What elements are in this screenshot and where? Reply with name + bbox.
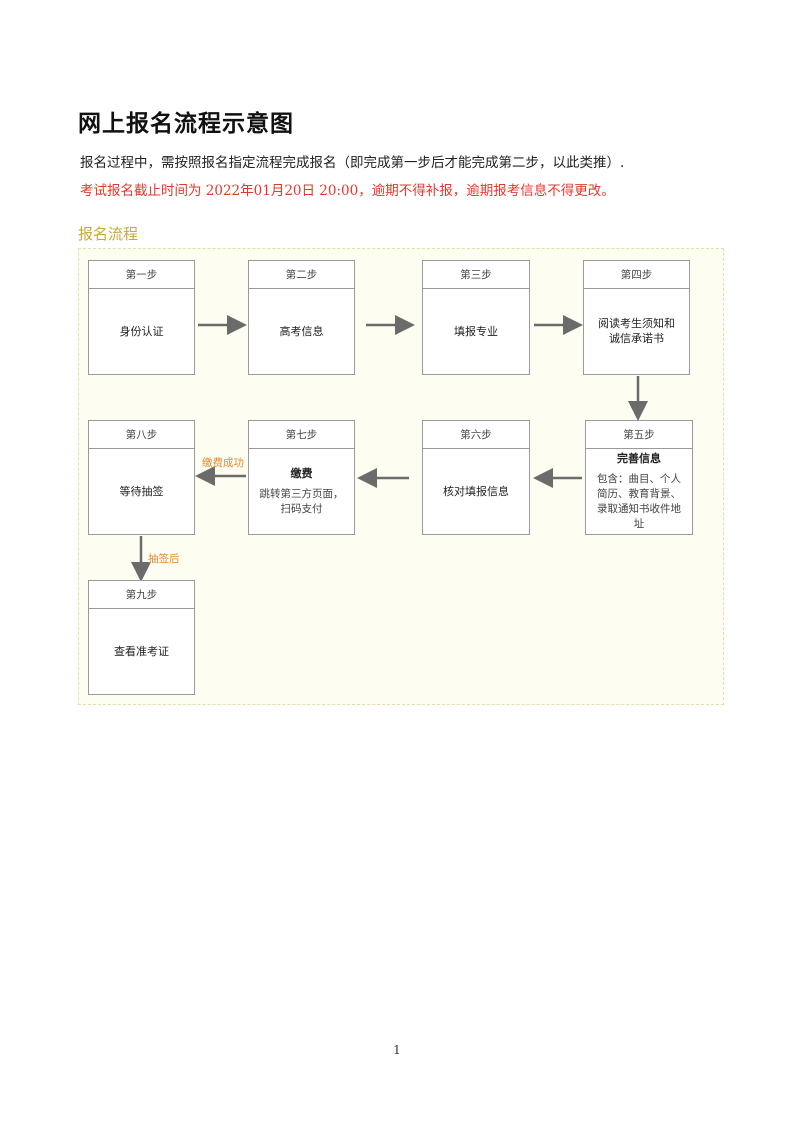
deadline-notice: 考试报名截止时间为 2022年01月20日 20:00，逾期不得补报，逾期报考信… [80,183,615,199]
step-text: 填报专业 [454,324,498,338]
step-label: 第八步 [89,421,194,449]
step-text: 核对填报信息 [443,484,509,498]
step-box-2: 第二步 高考信息 [248,260,355,375]
step-label: 第二步 [249,261,354,289]
step-label: 第一步 [89,261,194,289]
step-text: 完善信息 [617,451,661,465]
step-text: 身份认证 [119,324,164,338]
step-box-6: 第六步 核对填报信息 [422,420,530,535]
step-text: 缴费 [290,466,313,480]
step-label: 第四步 [584,261,689,289]
step-text: 阅读考生须知和诚信承诺书 [598,317,675,345]
page-title: 网上报名流程示意图 [78,111,294,137]
step-box-7: 第七步 缴费 跳转第三方页面，扫码支付 [248,420,355,535]
step-box-1: 第一步 身份认证 [88,260,195,375]
step-subtext: 跳转第三方页面，扫码支付 [259,487,344,515]
step-text: 等待抽签 [119,484,164,498]
page-number: 1 [393,1043,401,1057]
step-box-8: 第八步 等待抽签 [88,420,195,535]
intro-text: 报名过程中，需按照报名指定流程完成报名（即完成第一步后才能完成第二步，以此类推）… [80,155,625,171]
step-label: 第六步 [423,421,529,449]
arrow-label-draw: 抽签后 [148,553,180,565]
step-box-9: 第九步 查看准考证 [88,580,195,695]
step-label: 第三步 [423,261,529,289]
step-label: 第七步 [249,421,354,449]
arrow-label-pay: 缴费成功 [202,457,244,469]
step-box-5: 第五步 完善信息 包含：曲目、个人简历、教育背景、录取通知书收件地址 [585,420,693,535]
step-subtext: 包含：曲目、个人简历、教育背景、录取通知书收件地址 [597,472,681,530]
step-text: 高考信息 [279,324,324,338]
step-text: 查看准考证 [114,644,169,658]
step-box-3: 第三步 填报专业 [422,260,530,375]
section-title: 报名流程 [78,225,139,243]
step-label: 第五步 [586,421,692,449]
step-box-4: 第四步 阅读考生须知和诚信承诺书 [583,260,690,375]
step-label: 第九步 [89,581,194,609]
